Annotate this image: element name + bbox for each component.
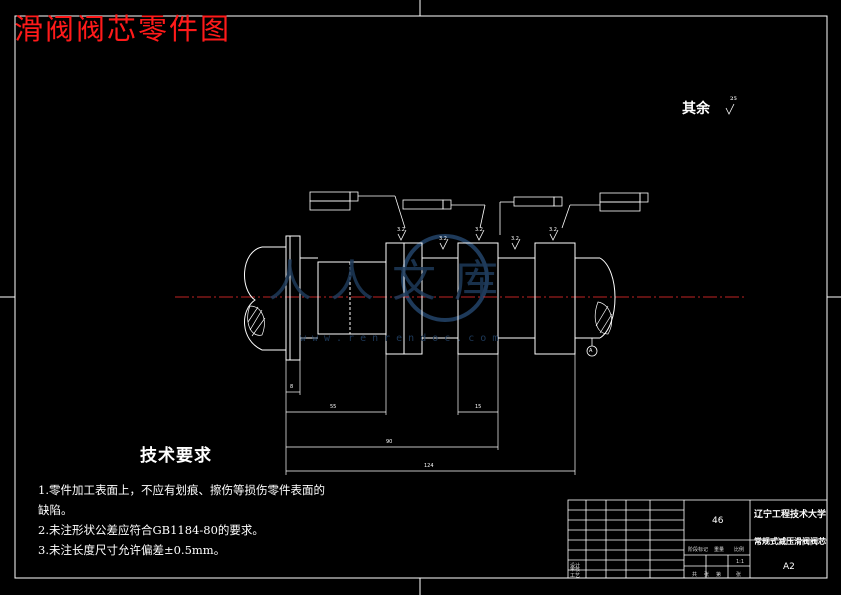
scale-label: 比例 <box>734 547 745 553</box>
roughness-value: 3.2 <box>511 236 519 242</box>
spool-outline <box>244 235 616 361</box>
sheet-label: 张 <box>704 572 710 578</box>
designer-label: 设计 <box>570 563 581 569</box>
roughness-symbols <box>397 103 735 250</box>
list-item: 1.零件加工表面上，不应有划痕、擦伤等损伤零件表面的 <box>38 483 325 497</box>
dimension-label: 15 <box>475 404 482 410</box>
stage-label: 阶段标记 <box>688 547 709 553</box>
roughness-value: 3.2 <box>475 227 483 233</box>
datum-marker <box>586 338 598 357</box>
drawing-name: 常规式减压滑阀阀芯 <box>754 537 826 546</box>
watermark-url: www.renrendoc.com <box>300 333 505 344</box>
title-block-grid <box>567 499 828 579</box>
total-label: 共 <box>692 572 698 578</box>
reviewer-label: 审核 <box>570 567 581 573</box>
list-item: 3.未注长度尺寸允许偏差±0.5mm。 <box>38 543 226 557</box>
technical-requirements-heading: 技术要求 <box>140 446 212 466</box>
technical-requirements-list: 1.零件加工表面上，不应有划痕、擦伤等损伤零件表面的 缺陷。 2.未注形状公差应… <box>38 480 338 560</box>
dimension-lines <box>285 354 576 475</box>
sheet-label: 张 <box>736 572 742 578</box>
page-label: 第 <box>716 572 722 578</box>
section-hatch <box>247 301 613 337</box>
rest-roughness-note: 其余 25 <box>682 96 737 118</box>
school-name: 辽宁工程技术大学 <box>754 510 827 520</box>
list-item: 缺陷。 <box>38 503 73 517</box>
dimension-label: 124 <box>424 463 434 469</box>
roughness-value: 3.2 <box>439 236 447 242</box>
process-label: 工艺 <box>570 573 581 579</box>
rest-roughness-label: 其余 <box>682 101 710 117</box>
dimension-label: 8 <box>290 384 294 390</box>
roughness-value: 3.2 <box>397 227 405 233</box>
dimension-label: 90 <box>386 439 393 445</box>
page-title: 滑阀阀芯零件图 <box>14 12 232 46</box>
datum-label: A <box>589 348 593 354</box>
drawing-number: 46 <box>712 516 724 526</box>
weight-label: 重量 <box>714 547 725 553</box>
roughness-value: 3.2 <box>549 227 557 233</box>
rest-roughness-value: 25 <box>730 96 737 102</box>
tolerance-frames <box>309 191 649 235</box>
sheet-size: A2 <box>783 562 795 572</box>
scale-value: 1:1 <box>736 559 745 565</box>
list-item: 2.未注形状公差应符合GB1184-80的要求。 <box>38 523 264 537</box>
dimension-label: 55 <box>330 404 337 410</box>
watermark-circle <box>401 234 489 322</box>
